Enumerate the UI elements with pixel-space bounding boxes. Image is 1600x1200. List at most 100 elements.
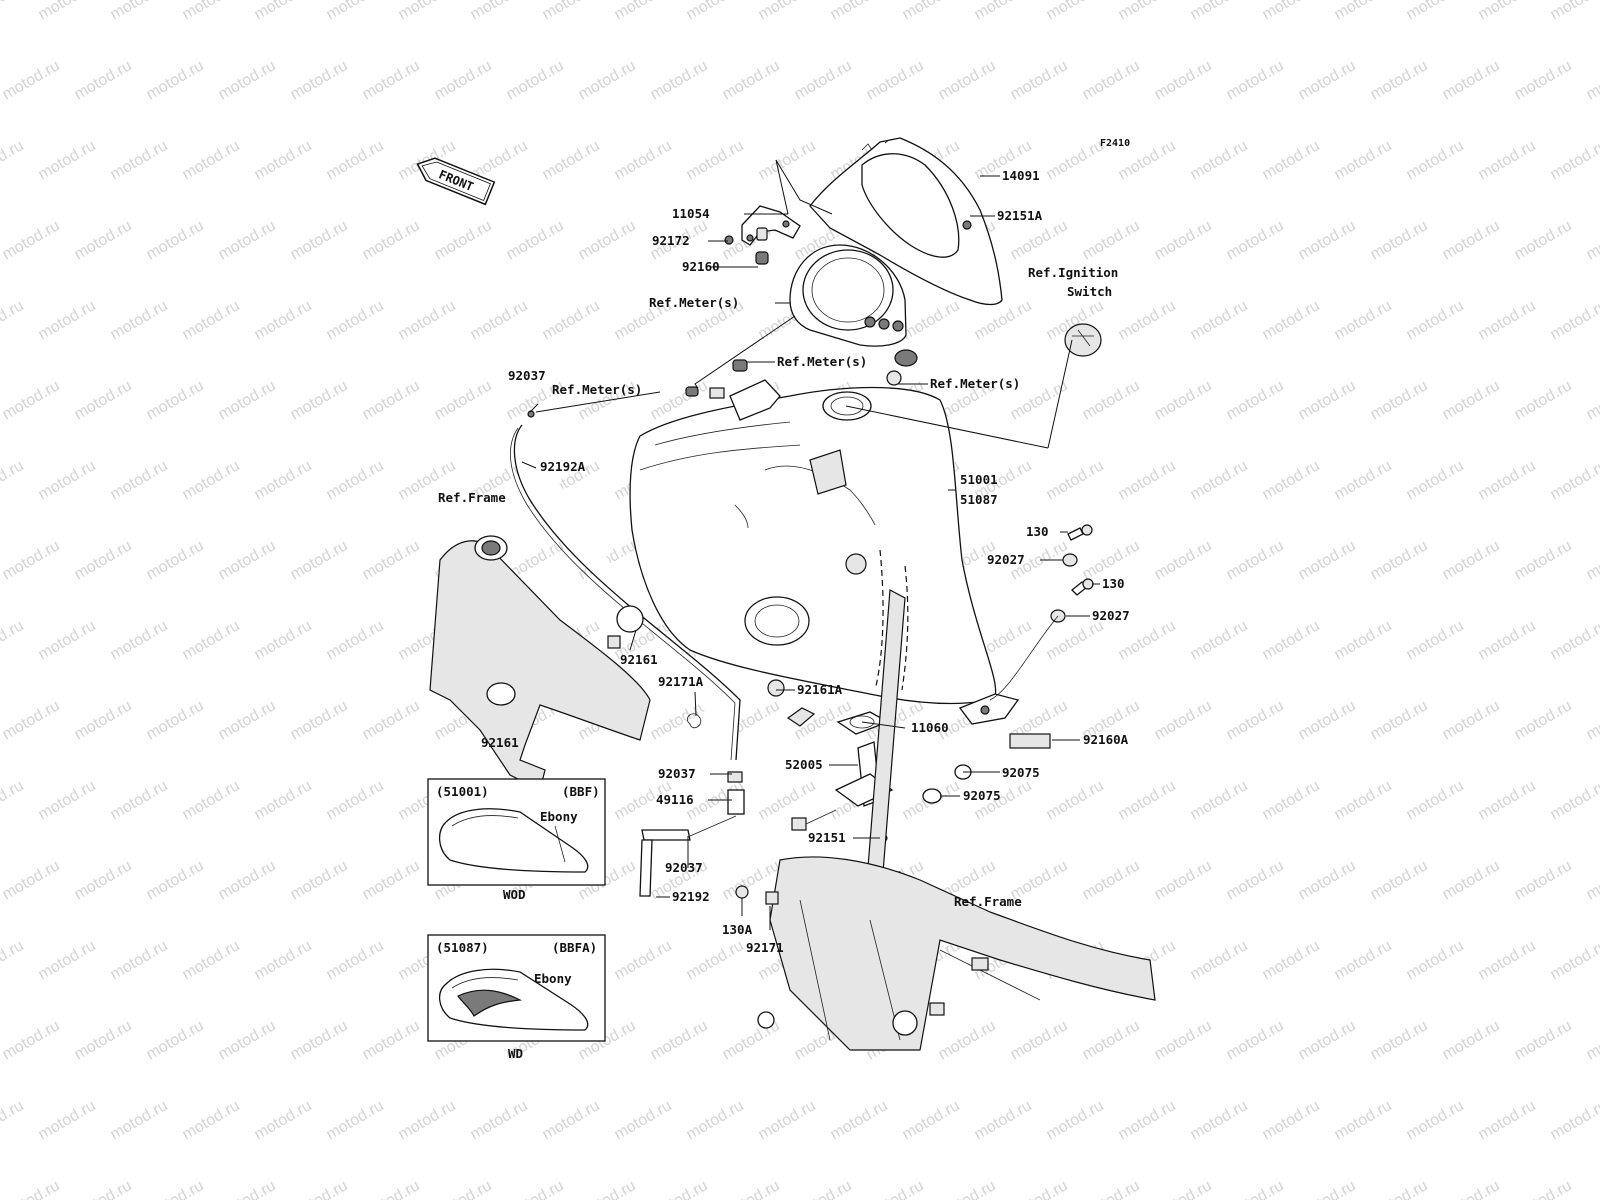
watermark-text: motod.ru: [1584, 697, 1600, 743]
watermark-text: motod.ru: [288, 377, 351, 423]
watermark-text: motod.ru: [1152, 537, 1215, 583]
watermark-text: motod.ru: [144, 57, 207, 103]
watermark-text: motod.ru: [324, 937, 387, 983]
watermark-text: motod.ru: [36, 617, 99, 663]
watermark-text: motod.ru: [1188, 777, 1251, 823]
watermark-text: motod.ru: [108, 617, 171, 663]
watermark-text: motod.ru: [72, 1177, 135, 1200]
watermark-text: motod.ru: [108, 297, 171, 343]
watermark-text: motod.ru: [1548, 777, 1600, 823]
watermark-text: motod.ru: [1404, 137, 1467, 183]
watermark-text: motod.ru: [0, 217, 63, 263]
watermark-text: motod.ru: [252, 137, 315, 183]
watermark-text: motod.ru: [1332, 937, 1395, 983]
watermark-text: motod.ru: [216, 57, 279, 103]
watermark-text: motod.ru: [1332, 0, 1395, 23]
watermark-text: motod.ru: [432, 217, 495, 263]
watermark-text: motod.ru: [1584, 1017, 1600, 1063]
watermark-text: motod.ru: [0, 697, 63, 743]
watermark-text: motod.ru: [1368, 377, 1431, 423]
watermark-text: motod.ru: [252, 297, 315, 343]
watermark-text: motod.ru: [144, 537, 207, 583]
watermark-text: motod.ru: [972, 297, 1035, 343]
watermark-text: motod.ru: [72, 857, 135, 903]
watermark-text: motod.ru: [1404, 777, 1467, 823]
watermark-text: motod.ru: [1548, 617, 1600, 663]
watermark-text: motod.ru: [36, 137, 99, 183]
watermark-text: motod.ru: [0, 617, 27, 663]
watermark-text: motod.ru: [1080, 857, 1143, 903]
watermark-text: motod.ru: [72, 57, 135, 103]
watermark-text: motod.ru: [1296, 377, 1359, 423]
watermark-text: motod.ru: [396, 0, 459, 23]
watermark-text: motod.ru: [864, 57, 927, 103]
watermark-text: motod.ru: [684, 937, 747, 983]
label-92160: 92160: [682, 259, 720, 274]
watermark-text: motod.ru: [72, 537, 135, 583]
label-92161-b: 92161: [481, 735, 519, 750]
watermark-text: motod.ru: [684, 137, 747, 183]
label-92027-a: 92027: [987, 552, 1025, 567]
watermark-text: motod.ru: [1080, 57, 1143, 103]
watermark-text: motod.ru: [252, 457, 315, 503]
watermark-text: motod.ru: [720, 1177, 783, 1200]
watermark-text: motod.ru: [540, 0, 603, 23]
callout-labels: 14091 11054 92151A 92172 92160 Ref.Meter…: [438, 168, 1130, 955]
watermark-text: motod.ru: [216, 1177, 279, 1200]
watermark-text: motod.ru: [1440, 377, 1503, 423]
watermark-text: motod.ru: [1008, 1017, 1071, 1063]
watermark-text: motod.ru: [1044, 617, 1107, 663]
watermark-text: motod.ru: [144, 697, 207, 743]
label-14091: 14091: [1002, 168, 1040, 183]
watermark-text: motod.ru: [108, 0, 171, 23]
watermark-text: motod.ru: [1512, 537, 1575, 583]
watermark-text: motod.ru: [1260, 137, 1323, 183]
label-ref-ignition-line1: Ref.Ignition: [1028, 265, 1118, 280]
watermark-text: motod.ru: [324, 0, 387, 23]
watermark-text: motod.ru: [1404, 937, 1467, 983]
label-52005: 52005: [785, 757, 823, 772]
watermark-text: motod.ru: [360, 857, 423, 903]
watermark-text: motod.ru: [1296, 1177, 1359, 1200]
watermark-text: motod.ru: [1044, 457, 1107, 503]
label-92075-b: 92075: [963, 788, 1001, 803]
watermark-text: motod.ru: [1188, 0, 1251, 23]
watermark-text: motod.ru: [0, 1177, 63, 1200]
label-11060: 11060: [911, 720, 949, 735]
watermark-text: motod.ru: [1440, 217, 1503, 263]
watermark-text: motod.ru: [108, 777, 171, 823]
meter-assembly-part: [789, 244, 918, 386]
watermark-text: motod.ru: [1188, 137, 1251, 183]
watermark-text: motod.ru: [1512, 57, 1575, 103]
watermark-text: motod.ru: [1296, 857, 1359, 903]
watermark-text: motod.ru: [612, 1097, 675, 1143]
watermark-text: motod.ru: [1116, 617, 1179, 663]
watermark-text: motod.ru: [288, 1017, 351, 1063]
label-49116: 49116: [656, 792, 694, 807]
watermark-text: motod.ru: [72, 1017, 135, 1063]
watermark-text: motod.ru: [108, 937, 171, 983]
watermark-text: motod.ru: [1152, 697, 1215, 743]
watermark-text: motod.ru: [1584, 217, 1600, 263]
watermark-text: motod.ru: [1584, 1177, 1600, 1200]
watermark-text: motod.ru: [1368, 57, 1431, 103]
watermark-text: motod.ru: [360, 537, 423, 583]
watermark-text: motod.ru: [504, 1177, 567, 1200]
watermark-text: motod.ru: [1512, 857, 1575, 903]
watermark-text: motod.ru: [1152, 1017, 1215, 1063]
inset-1-code: (BBF): [562, 784, 600, 799]
watermark-text: motod.ru: [1512, 217, 1575, 263]
watermark-text: motod.ru: [252, 0, 315, 23]
watermark-text: motod.ru: [540, 137, 603, 183]
watermark-text: motod.ru: [1080, 1017, 1143, 1063]
watermark-text: motod.ru: [576, 1177, 639, 1200]
watermark-text: motod.ru: [612, 937, 675, 983]
inset-1-color: Ebony: [540, 809, 578, 824]
watermark-text: motod.ru: [1224, 697, 1287, 743]
watermark-text: motod.ru: [324, 137, 387, 183]
front-arrow-icon: FRONT: [416, 157, 496, 206]
watermark-text: motod.ru: [1260, 0, 1323, 23]
watermark-text: motod.ru: [144, 857, 207, 903]
label-11054: 11054: [672, 206, 710, 221]
watermark-text: motod.ru: [1584, 57, 1600, 103]
